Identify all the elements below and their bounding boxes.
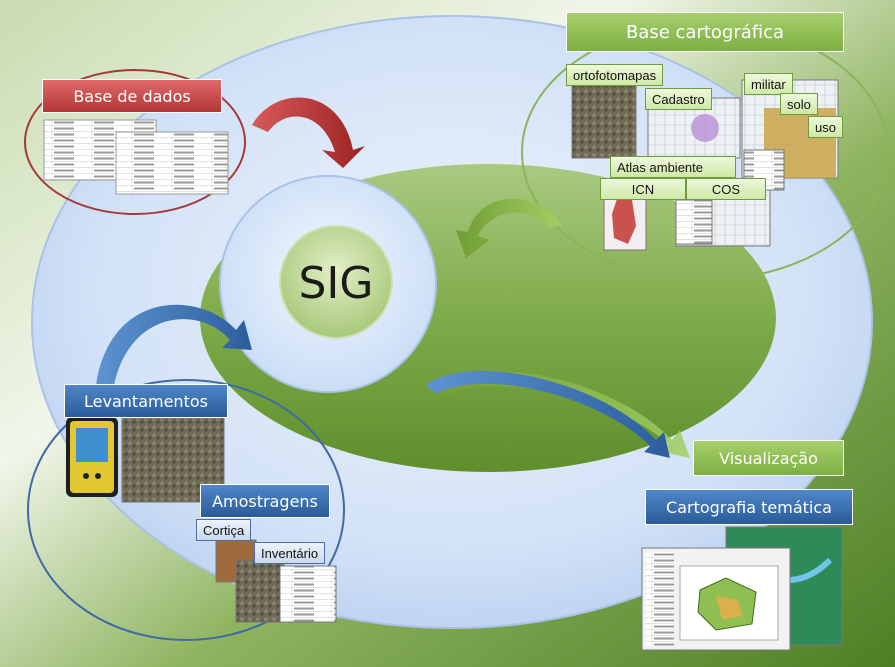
database-table-2 xyxy=(115,131,229,195)
tag-uso: uso xyxy=(808,116,843,138)
cos-table-thumb xyxy=(675,199,713,245)
cadastre-blob xyxy=(691,114,719,142)
database-title: Base de dados xyxy=(42,79,222,113)
tag-inventario: Inventário xyxy=(254,542,326,564)
survey-outline xyxy=(27,379,345,641)
orthophoto-thumb xyxy=(571,81,637,159)
sig-label: SIG xyxy=(298,258,373,309)
thematic-cartography-title: Cartografia temática xyxy=(645,489,853,525)
database-thumbnails xyxy=(43,119,229,195)
tag-atlas-ambiente: Atlas ambiente xyxy=(610,156,736,178)
gps-button-2 xyxy=(95,473,101,479)
thematic-subregion xyxy=(716,596,742,620)
survey-title: Levantamentos xyxy=(64,384,228,418)
gps-screen xyxy=(76,428,108,462)
inventory-photo-thumb xyxy=(235,559,285,623)
sig-core xyxy=(279,225,393,339)
sampling-title: Amostragens xyxy=(200,484,330,518)
visualization-title: Visualização xyxy=(693,440,844,476)
tag-icn: ICN xyxy=(600,178,686,200)
tag-cortica: Cortiça xyxy=(196,519,252,541)
output-arrow-blue xyxy=(426,370,670,458)
survey-arrow xyxy=(96,304,252,385)
tag-cos: COS xyxy=(686,178,766,200)
tag-cadastro: Cadastro xyxy=(645,88,712,110)
tag-solo: solo xyxy=(780,93,818,115)
database-outline xyxy=(24,69,246,215)
thematic-toc xyxy=(646,552,674,646)
cartography-title: Base cartográfica xyxy=(566,12,844,52)
tag-militar: militar xyxy=(744,73,793,95)
cartography-arrow xyxy=(456,198,562,258)
tag-ortofotomapas: ortofotomapas xyxy=(566,64,664,86)
gps-button-1 xyxy=(83,473,89,479)
icn-shape xyxy=(612,196,636,244)
survey-thumbnails xyxy=(66,417,337,623)
database-arrow xyxy=(252,97,365,168)
inventory-table-thumb xyxy=(279,565,337,623)
aerial-thumb xyxy=(121,417,225,503)
thematic-thumbnails xyxy=(641,526,843,651)
